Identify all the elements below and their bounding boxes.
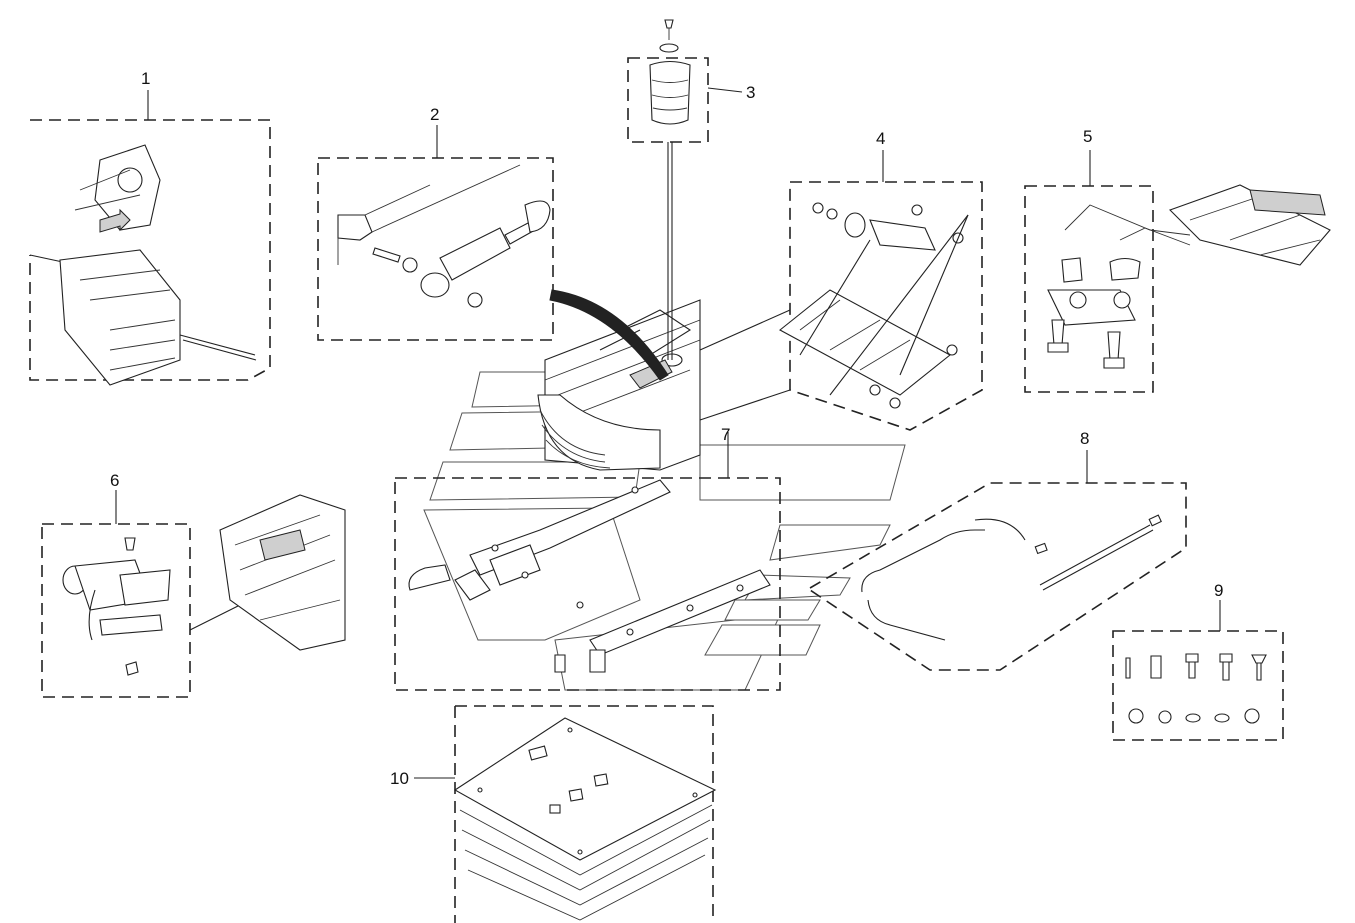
callout-6: 6 [110,471,119,490]
detail-6-group [41,490,346,698]
central-seat-base [537,299,701,471]
callout-4: 4 [876,129,885,148]
callout-1: 1 [141,69,150,88]
detail-8-group [809,450,1187,671]
callout-10: 10 [390,769,409,788]
detail-1-group [29,90,271,386]
callout-2: 2 [430,105,439,124]
detail-4-group [699,150,983,431]
curved-arrow [549,289,669,381]
detail-5-group [1024,150,1331,393]
callout-7: 7 [721,425,730,444]
callout-8: 8 [1080,429,1089,448]
callout-3: 3 [746,83,755,102]
callout-5: 5 [1083,127,1092,146]
callout-9: 9 [1214,581,1223,600]
detail-9-group [1112,600,1284,741]
detail-7-group [394,432,781,691]
detail-2-group [317,125,554,341]
detail-3-group [627,19,743,360]
detail-10-group [414,705,717,923]
